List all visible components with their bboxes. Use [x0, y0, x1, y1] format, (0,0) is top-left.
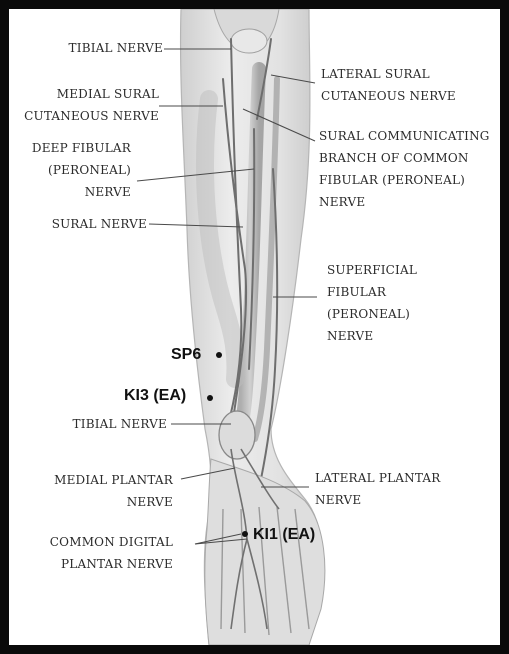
- acupoint-ki3-label: KI3 (EA): [124, 387, 186, 405]
- label-sural-communicating: SURAL COMMUNICATING BRANCH OF COMMON FIB…: [319, 125, 490, 213]
- label-medial-plantar: MEDIAL PLANTAR NERVE: [33, 469, 173, 513]
- acupoint-sp6-label: SP6: [171, 346, 201, 364]
- label-superficial-fibular: SUPERFICIAL FIBULAR (PERONEAL) NERVE: [327, 259, 417, 347]
- patella-shape: [231, 29, 267, 53]
- label-medial-sural: MEDIAL SURAL CUTANEOUS NERVE: [9, 83, 159, 127]
- acupoint-ki3-marker: [207, 395, 213, 401]
- label-lateral-plantar: LATERAL PLANTAR NERVE: [315, 467, 440, 511]
- label-sural-nerve: SURAL NERVE: [27, 213, 147, 235]
- acupoint-ki1-label: KI1 (EA): [253, 526, 315, 544]
- label-deep-fibular: DEEP FIBULAR (PERONEAL) NERVE: [17, 137, 131, 203]
- label-tibial-nerve-top: TIBIAL NERVE: [35, 37, 163, 59]
- label-common-digital: COMMON DIGITAL PLANTAR NERVE: [31, 531, 173, 575]
- medial-malleolus: [219, 411, 255, 459]
- label-tibial-nerve-bottom: TIBIAL NERVE: [51, 413, 167, 435]
- diagram-canvas: TIBIAL NERVE MEDIAL SURAL CUTANEOUS NERV…: [9, 9, 500, 645]
- acupoint-sp6-marker: [216, 352, 222, 358]
- acupoint-ki1-marker: [242, 531, 248, 537]
- label-lateral-sural: LATERAL SURAL CUTANEOUS NERVE: [321, 63, 456, 107]
